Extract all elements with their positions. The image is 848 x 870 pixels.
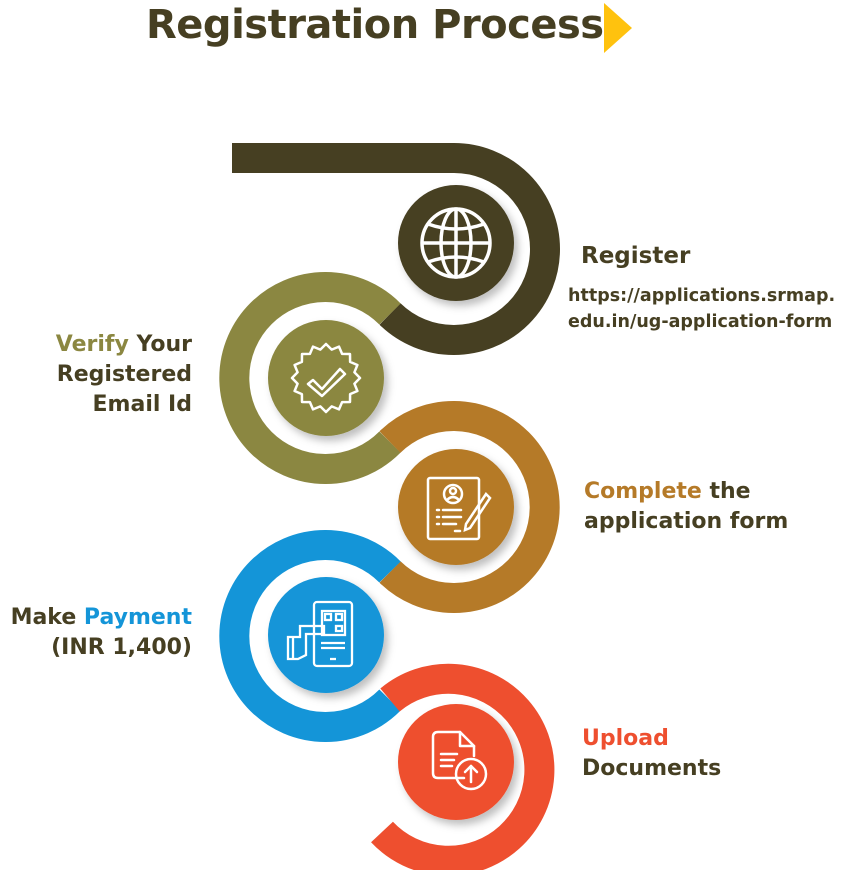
register-url-line2[interactable]: edu.in/ug-application-form xyxy=(568,312,833,332)
step-complete-label: Complete the application form xyxy=(584,477,788,537)
step-verify-highlight: Verify xyxy=(55,332,129,357)
step-complete-text2: application form xyxy=(584,509,789,534)
step-payment-amount: (INR 1,400) xyxy=(51,635,192,660)
title-arrow-icon xyxy=(604,3,632,53)
step-verify-track xyxy=(219,272,401,484)
page-title: Registration Process xyxy=(146,2,604,48)
mobile-qr-payment-icon xyxy=(286,600,354,668)
step-register-track xyxy=(232,143,560,356)
step-upload-track xyxy=(371,663,555,870)
step-complete-highlight: Complete xyxy=(584,479,702,504)
step-payment-highlight: Payment xyxy=(83,605,192,630)
step-register-label: Register xyxy=(581,241,690,271)
application-form-icon xyxy=(426,476,492,541)
step-upload-text: Documents xyxy=(582,756,722,781)
step-upload-label: Upload Documents xyxy=(582,724,721,784)
step-complete-disk xyxy=(398,449,514,565)
step-verify-label: Verify Your Registered Email Id xyxy=(0,330,192,420)
step-upload-disk xyxy=(398,704,514,820)
verified-badge-icon xyxy=(290,342,362,414)
step-register-title: Register xyxy=(581,243,691,269)
step-complete-text1: the xyxy=(701,479,751,504)
step-payment-prefix: Make xyxy=(10,605,84,630)
step-complete-track xyxy=(379,401,560,613)
register-url-line1[interactable]: https://applications.srmap. xyxy=(568,286,836,306)
step-verify-text2: Registered xyxy=(56,362,192,387)
step-payment-label: Make Payment (INR 1,400) xyxy=(0,603,192,663)
step-verify-text1: Your xyxy=(128,332,192,357)
step-verify-text3: Email Id xyxy=(92,392,192,417)
step-upload-highlight: Upload xyxy=(582,726,669,751)
step-verify-disk xyxy=(268,320,384,436)
register-url[interactable]: https://applications.srmap. edu.in/ug-ap… xyxy=(568,283,835,335)
globe-icon xyxy=(420,207,492,279)
upload-document-icon xyxy=(431,730,488,791)
step-payment-track xyxy=(219,530,401,742)
